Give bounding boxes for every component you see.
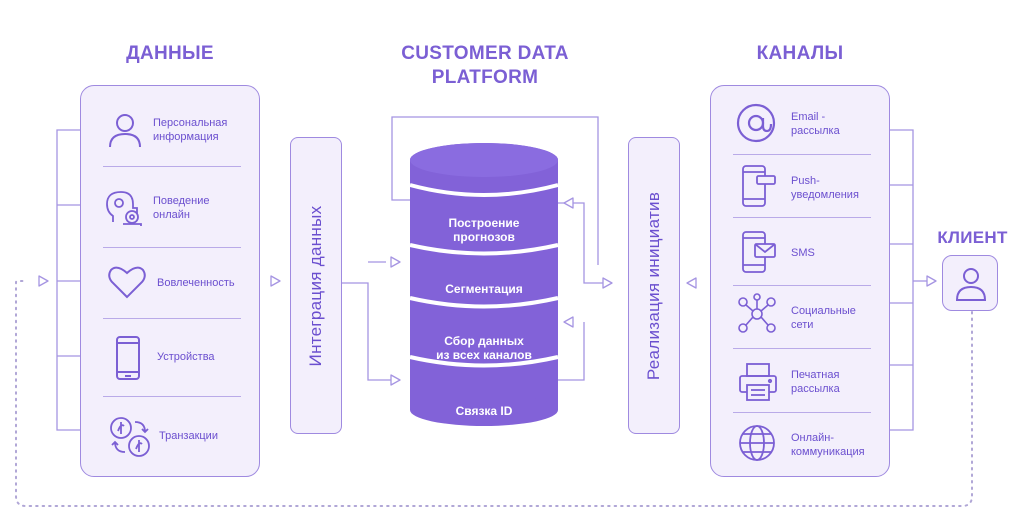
push-phone-icon [742,165,776,207]
arrow-from-layer-mid [563,316,574,328]
channel-right-bracket [889,129,914,431]
integration-to-layers [342,261,400,381]
money-exchange-icon [110,417,150,457]
data-source-label: Вовлеченность [157,277,235,289]
activation-label: Реализация инициатив [644,191,663,380]
cdp-layer-label: Сбор данных из всех каналов [436,334,532,362]
client-box [942,255,998,311]
data-source-label: Персональная информация [153,117,228,143]
divider [733,154,871,155]
divider [103,247,241,248]
divider [103,166,241,167]
divider [733,285,871,286]
arrow-into-activation [602,277,613,289]
social-network-icon [738,293,776,333]
arrow-into-layer-top [390,256,401,268]
divider [733,217,871,218]
sms-phone-icon [742,231,776,273]
arrow-from-layer-top [563,197,574,209]
divider [103,396,241,397]
feedback-dotted-loop [15,280,973,507]
channels-heading: КАНАЛЫ [756,43,844,64]
channels-panel: Email - рассылка Push- уведомления SMS С… [710,85,890,477]
heart-icon [108,266,146,299]
divider [103,318,241,319]
smartphone-icon [116,336,140,380]
data-source-label: Устройства [157,351,215,363]
divider [733,412,871,413]
data-source-label: Поведение онлайн [153,195,210,221]
arrow-into-client [926,275,937,287]
cdp-heading-line2: PLATFORM [431,67,539,88]
person-icon [109,114,141,148]
cdp-database-cylinder [409,143,559,426]
data-integration-bar: Интеграция данных [290,137,342,434]
email-at-icon [736,103,776,143]
channel-label: Email - рассылка [791,111,840,137]
layers-to-activation [558,202,612,381]
printer-icon [739,363,777,401]
activation-bar: Реализация инициатив [628,137,680,434]
arrow-from-channels [686,277,697,289]
data-integration-label: Интеграция данных [306,205,325,366]
client-heading: КЛИЕНТ [937,228,1008,247]
data-sources-panel: Персональная информация Поведение онлайн… [80,85,260,477]
divider [733,348,871,349]
cdp-layer-label: Построение прогнозов [448,216,520,244]
head-gears-icon [106,191,142,226]
channel-label: SMS [791,247,815,259]
arrow-into-layer-bottom [390,374,401,386]
channel-label: Онлайн- коммуникация [791,432,865,458]
cdp-layer-label: Связка ID [455,404,513,418]
channel-label: Печатная рассылка [791,369,840,395]
top-loop-line [391,116,599,265]
cdp-heading-line1: CUSTOMER DATA [401,43,569,64]
client-person-icon [955,268,987,301]
data-left-bracket [56,129,80,431]
arrow-into-data [38,275,49,287]
channel-label: Push- уведомления [791,175,859,201]
globe-icon [739,425,775,461]
data-heading: ДАННЫЕ [126,43,214,64]
data-source-label: Транзакции [159,430,218,442]
arrow-into-integration [270,275,281,287]
channel-label: Социальные сети [791,305,856,331]
cdp-layer-label: Сегментация [445,282,523,296]
